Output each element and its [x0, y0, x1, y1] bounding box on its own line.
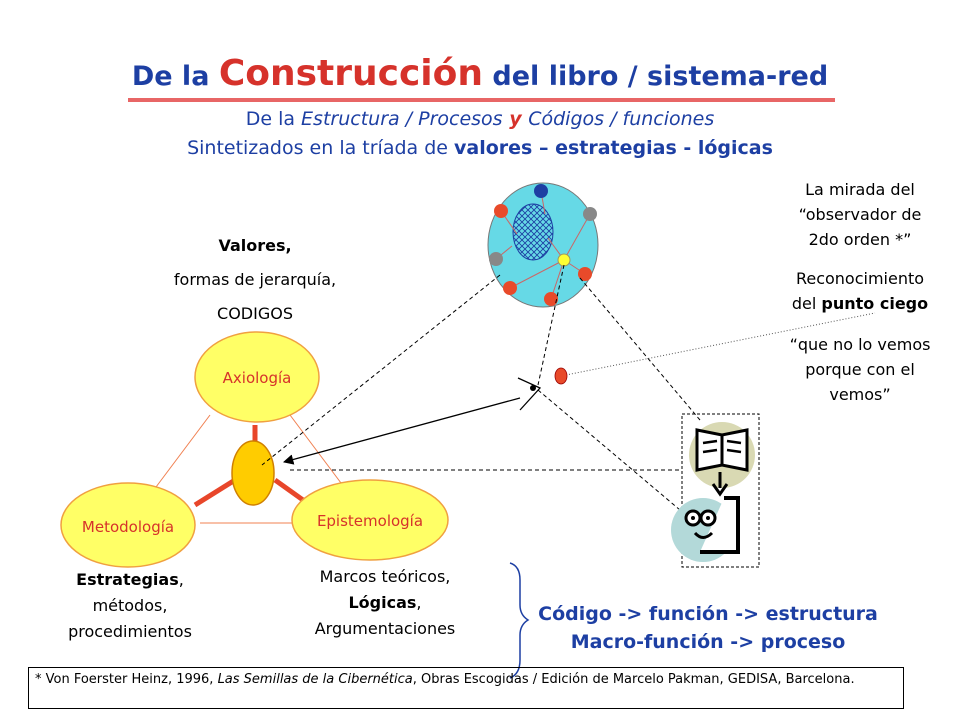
footnote: * Von Foerster Heinz, 1996, Las Semillas…	[28, 667, 904, 709]
network-node	[544, 292, 558, 306]
strategies-text: Estrategias, métodos, procedimientos	[68, 570, 192, 641]
projection-lines	[261, 264, 701, 511]
code-function-text: Código -> función -> estructura Macro-fu…	[538, 603, 878, 653]
blind-spot-note: Reconocimiento del punto ciego	[791, 269, 929, 313]
brace	[509, 562, 530, 679]
metodologia-label: Metodología	[82, 518, 174, 536]
subtitle-line-2: Sintetizados en la tríada de valores – e…	[187, 137, 773, 159]
subtitle-line-1: De la Estructura / Procesos y Códigos / …	[245, 108, 715, 130]
title-underline	[128, 98, 835, 102]
frameworks-text: Marcos teóricos, Lógicas, Argumentacione…	[314, 567, 456, 638]
network-node	[503, 281, 517, 295]
observer-arrow	[282, 397, 521, 465]
book-icon	[689, 422, 755, 497]
eye-icon	[517, 367, 568, 411]
network-node	[494, 204, 508, 218]
network-node	[489, 252, 503, 266]
network-node-selected	[557, 253, 571, 267]
axiologia-label: Axiología	[223, 369, 292, 387]
quote-note: “que no lo vemos porque con el vemos”	[789, 335, 931, 404]
network-node	[583, 207, 597, 221]
network-node	[534, 184, 548, 198]
network-diagram	[487, 182, 599, 308]
values-text: Valores, formas de jerarquía, CODIGOS	[173, 236, 337, 323]
triad-hub	[231, 440, 275, 506]
epistemologia-circle	[291, 479, 449, 561]
axiologia-circle	[194, 331, 320, 423]
metodologia-circle	[60, 482, 196, 568]
reader-icon	[671, 496, 740, 562]
network-node	[578, 267, 592, 281]
page-title: De la Construcción del libro / sistema-r…	[131, 53, 829, 94]
observer-note: La mirada del “observador de 2do orden *…	[798, 180, 922, 249]
epistemologia-label: Epistemología	[317, 512, 423, 530]
